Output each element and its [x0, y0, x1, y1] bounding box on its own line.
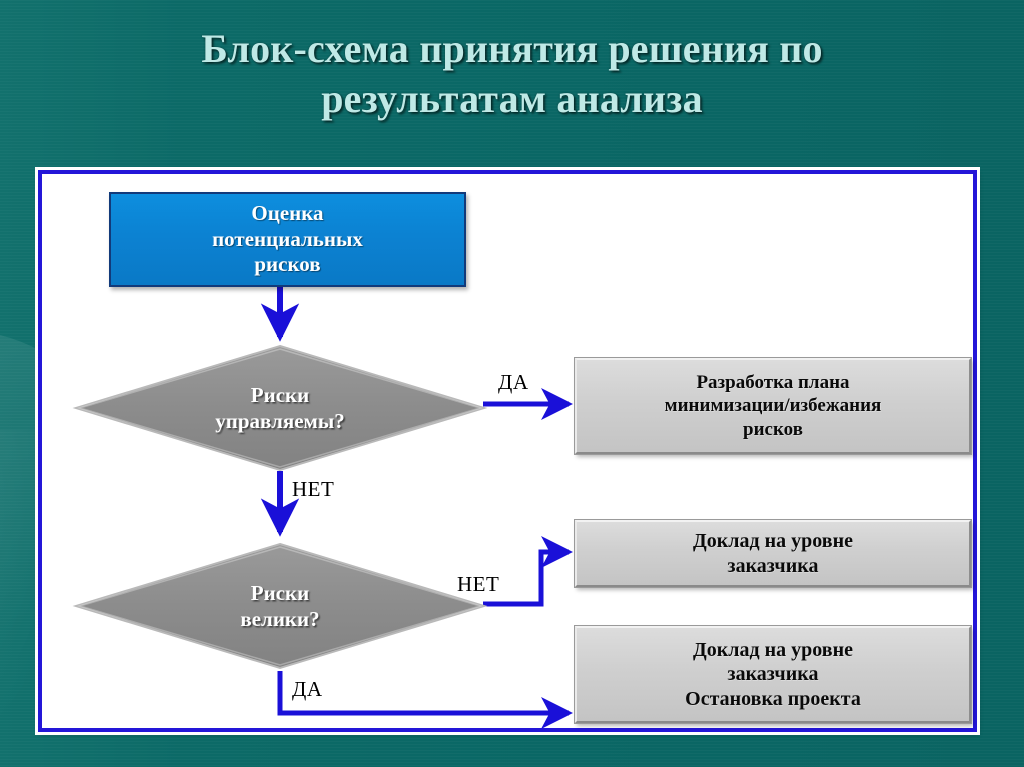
diagram-frame: Оценка потенциальных рисков Риски упр: [38, 170, 977, 732]
node-report-stop-label: Доклад на уровне заказчика Остановка про…: [685, 638, 861, 710]
edge-label-large-no: НЕТ: [457, 572, 500, 596]
node-decision-large[interactable]: Риски велики?: [72, 542, 488, 670]
node-report-label: Доклад на уровне заказчика: [693, 530, 853, 577]
node-start-label: Оценка потенциальных рисков: [212, 201, 363, 277]
diamond-shape-large: [72, 542, 488, 670]
page-title: Блок-схема принятия решения по результат…: [201, 26, 823, 122]
flowchart-canvas: Оценка потенциальных рисков Риски упр: [42, 174, 973, 729]
node-report[interactable]: Доклад на уровне заказчика: [574, 519, 972, 588]
edge-label-large-yes: ДА: [292, 677, 323, 701]
node-decision-manageable[interactable]: Риски управляемы?: [72, 344, 488, 472]
edge-label-manageable-no: НЕТ: [292, 477, 335, 501]
node-plan-label: Разработка плана минимизации/избежания р…: [664, 372, 882, 440]
edge-large-yes: [277, 671, 574, 729]
node-plan[interactable]: Разработка плана минимизации/избежания р…: [574, 357, 972, 455]
edge-label-manageable-yes: ДА: [498, 370, 529, 394]
node-start[interactable]: Оценка потенциальных рисков: [109, 192, 466, 287]
node-report-stop[interactable]: Доклад на уровне заказчика Остановка про…: [574, 625, 972, 724]
diamond-shape-manageable: [72, 344, 488, 472]
